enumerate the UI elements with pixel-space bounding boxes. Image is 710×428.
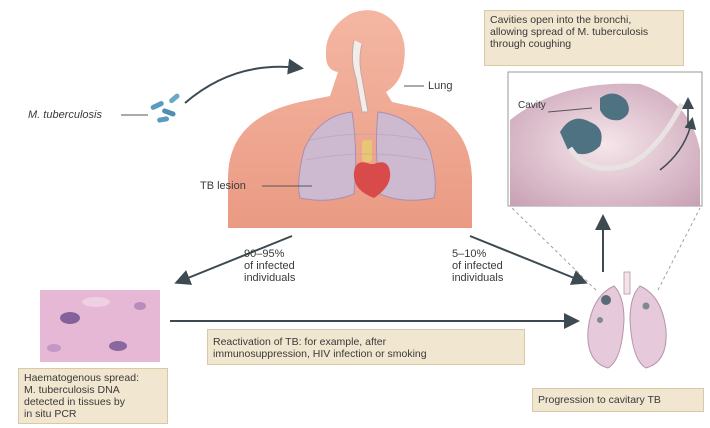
cavities-caption-box: Cavities open into the bronchi, allowing… <box>484 10 684 66</box>
zoom-line-left <box>512 208 596 290</box>
left-percentage-label: 90–95% of infected individuals <box>244 248 295 284</box>
haematogenous-caption-box: Haematogenous spread: M. tuberculosis DN… <box>18 368 168 424</box>
cavity-inset <box>508 72 702 206</box>
lung-label: Lung <box>428 80 452 92</box>
bacteria-icon <box>150 93 181 123</box>
inhalation-arrow <box>185 67 300 103</box>
human-torso-illustration <box>228 10 472 228</box>
tissue-micrograph <box>40 290 160 362</box>
right-percentage-label: 5–10% of infected individuals <box>452 248 503 284</box>
zoom-line-right <box>658 208 700 290</box>
mtb-label: M. tuberculosis <box>28 109 102 121</box>
reactivation-caption-box: Reactivation of TB: for example, after i… <box>207 329 525 365</box>
cavitary-lungs-illustration <box>588 272 666 368</box>
tb-lesion-label: TB lesion <box>200 180 246 192</box>
cavity-label: Cavity <box>518 100 546 112</box>
progression-caption-box: Progression to cavitary TB <box>532 388 704 412</box>
